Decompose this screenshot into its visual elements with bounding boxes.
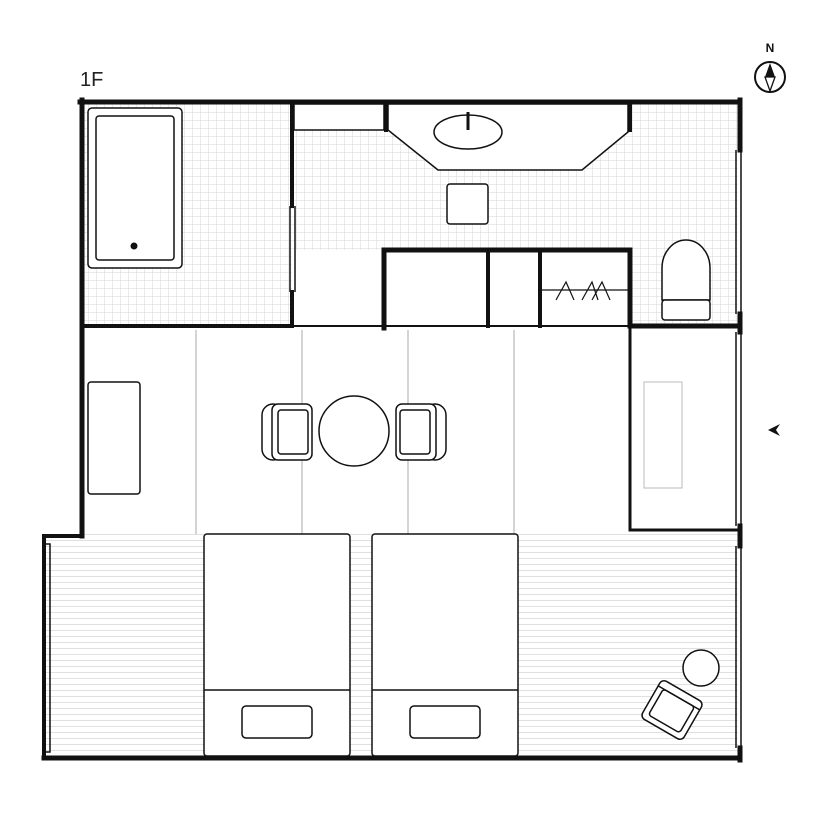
compass-icon: N xyxy=(754,41,786,93)
washbasin-counter xyxy=(293,103,629,171)
round-table xyxy=(318,395,390,467)
display-niche xyxy=(643,381,683,489)
bed-left xyxy=(203,533,351,757)
windows xyxy=(43,150,742,753)
bedroom-armchair xyxy=(641,680,703,740)
entrance-arrow-icon xyxy=(768,424,780,436)
armchair-right xyxy=(395,403,447,461)
bathtub xyxy=(87,107,183,269)
engawa-floor xyxy=(46,540,82,756)
armchair-left xyxy=(261,403,313,461)
low-bench xyxy=(87,381,141,495)
floor-label: 1F xyxy=(80,69,103,91)
north-label: N xyxy=(766,41,775,55)
closet-hangers xyxy=(542,280,628,301)
toilet xyxy=(661,239,711,321)
walls xyxy=(41,97,743,763)
stool xyxy=(446,183,489,225)
bed-right xyxy=(371,533,519,757)
side-table xyxy=(682,649,720,687)
